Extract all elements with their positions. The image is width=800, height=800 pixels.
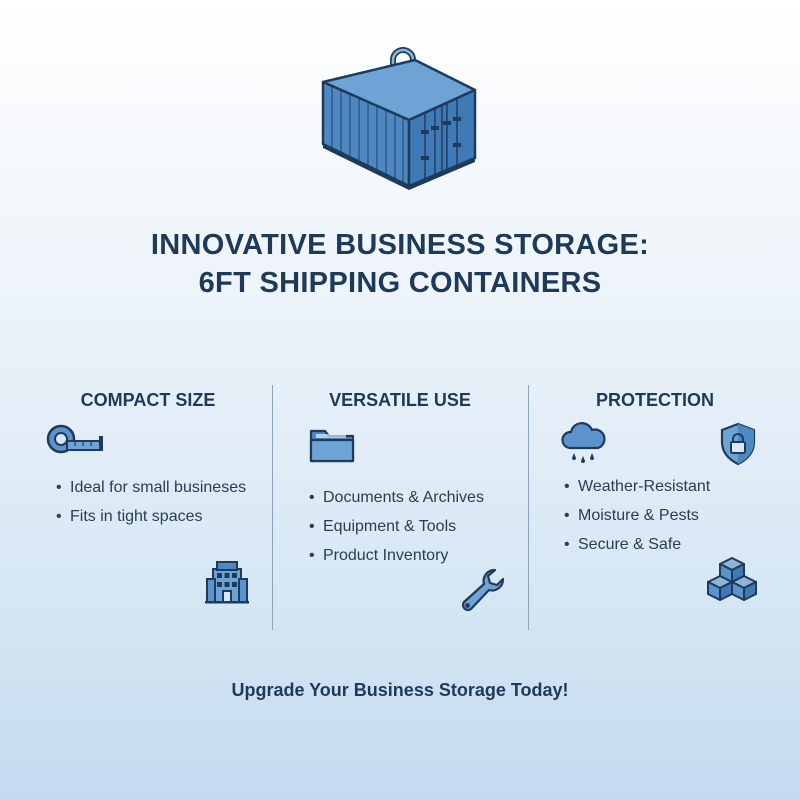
- title-line-2: 6FT SHIPPING CONTAINERS: [198, 267, 602, 299]
- column-title-compact-size: COMPACT SIZE: [80, 390, 216, 410]
- rain-cloud-icon: [561, 422, 606, 463]
- compact-size-list: Ideal for small busineses Fits in tight …: [56, 473, 246, 531]
- list-item: Equipment & Tools: [309, 512, 484, 541]
- column-divider: [272, 385, 273, 630]
- shipping-container-lock-icon: [321, 47, 477, 190]
- column-title-versatile-use: VERSATILE USE: [329, 390, 471, 410]
- tape-measure-icon: [46, 424, 103, 454]
- folder-icon: [309, 429, 355, 463]
- list-item: Moisture & Pests: [564, 501, 710, 530]
- list-item: Ideal for small busineses: [56, 473, 246, 502]
- column-title-protection: PROTECTION: [595, 390, 714, 410]
- list-item: Product Inventory: [309, 541, 484, 570]
- list-item: Secure & Safe: [564, 530, 710, 559]
- boxes-icon: [707, 557, 757, 601]
- list-item: Weather-Resistant: [564, 472, 710, 501]
- column-divider: [528, 385, 529, 630]
- protection-list: Weather-Resistant Moisture & Pests Secur…: [564, 472, 710, 559]
- office-building-icon: [205, 561, 249, 604]
- wrench-icon: [461, 568, 505, 612]
- title-line-1: INNOVATIVE BUSINESS STORAGE:: [150, 229, 650, 261]
- page-title: INNOVATIVE BUSINESS STORAGE: 6FT SHIPPIN…: [0, 226, 800, 302]
- list-item: Fits in tight spaces: [56, 502, 246, 531]
- versatile-use-list: Documents & Archives Equipment & Tools P…: [309, 483, 484, 570]
- call-to-action-text: Upgrade Your Business Storage Today!: [231, 680, 569, 700]
- shield-lock-icon: [720, 422, 756, 466]
- list-item: Documents & Archives: [309, 483, 484, 512]
